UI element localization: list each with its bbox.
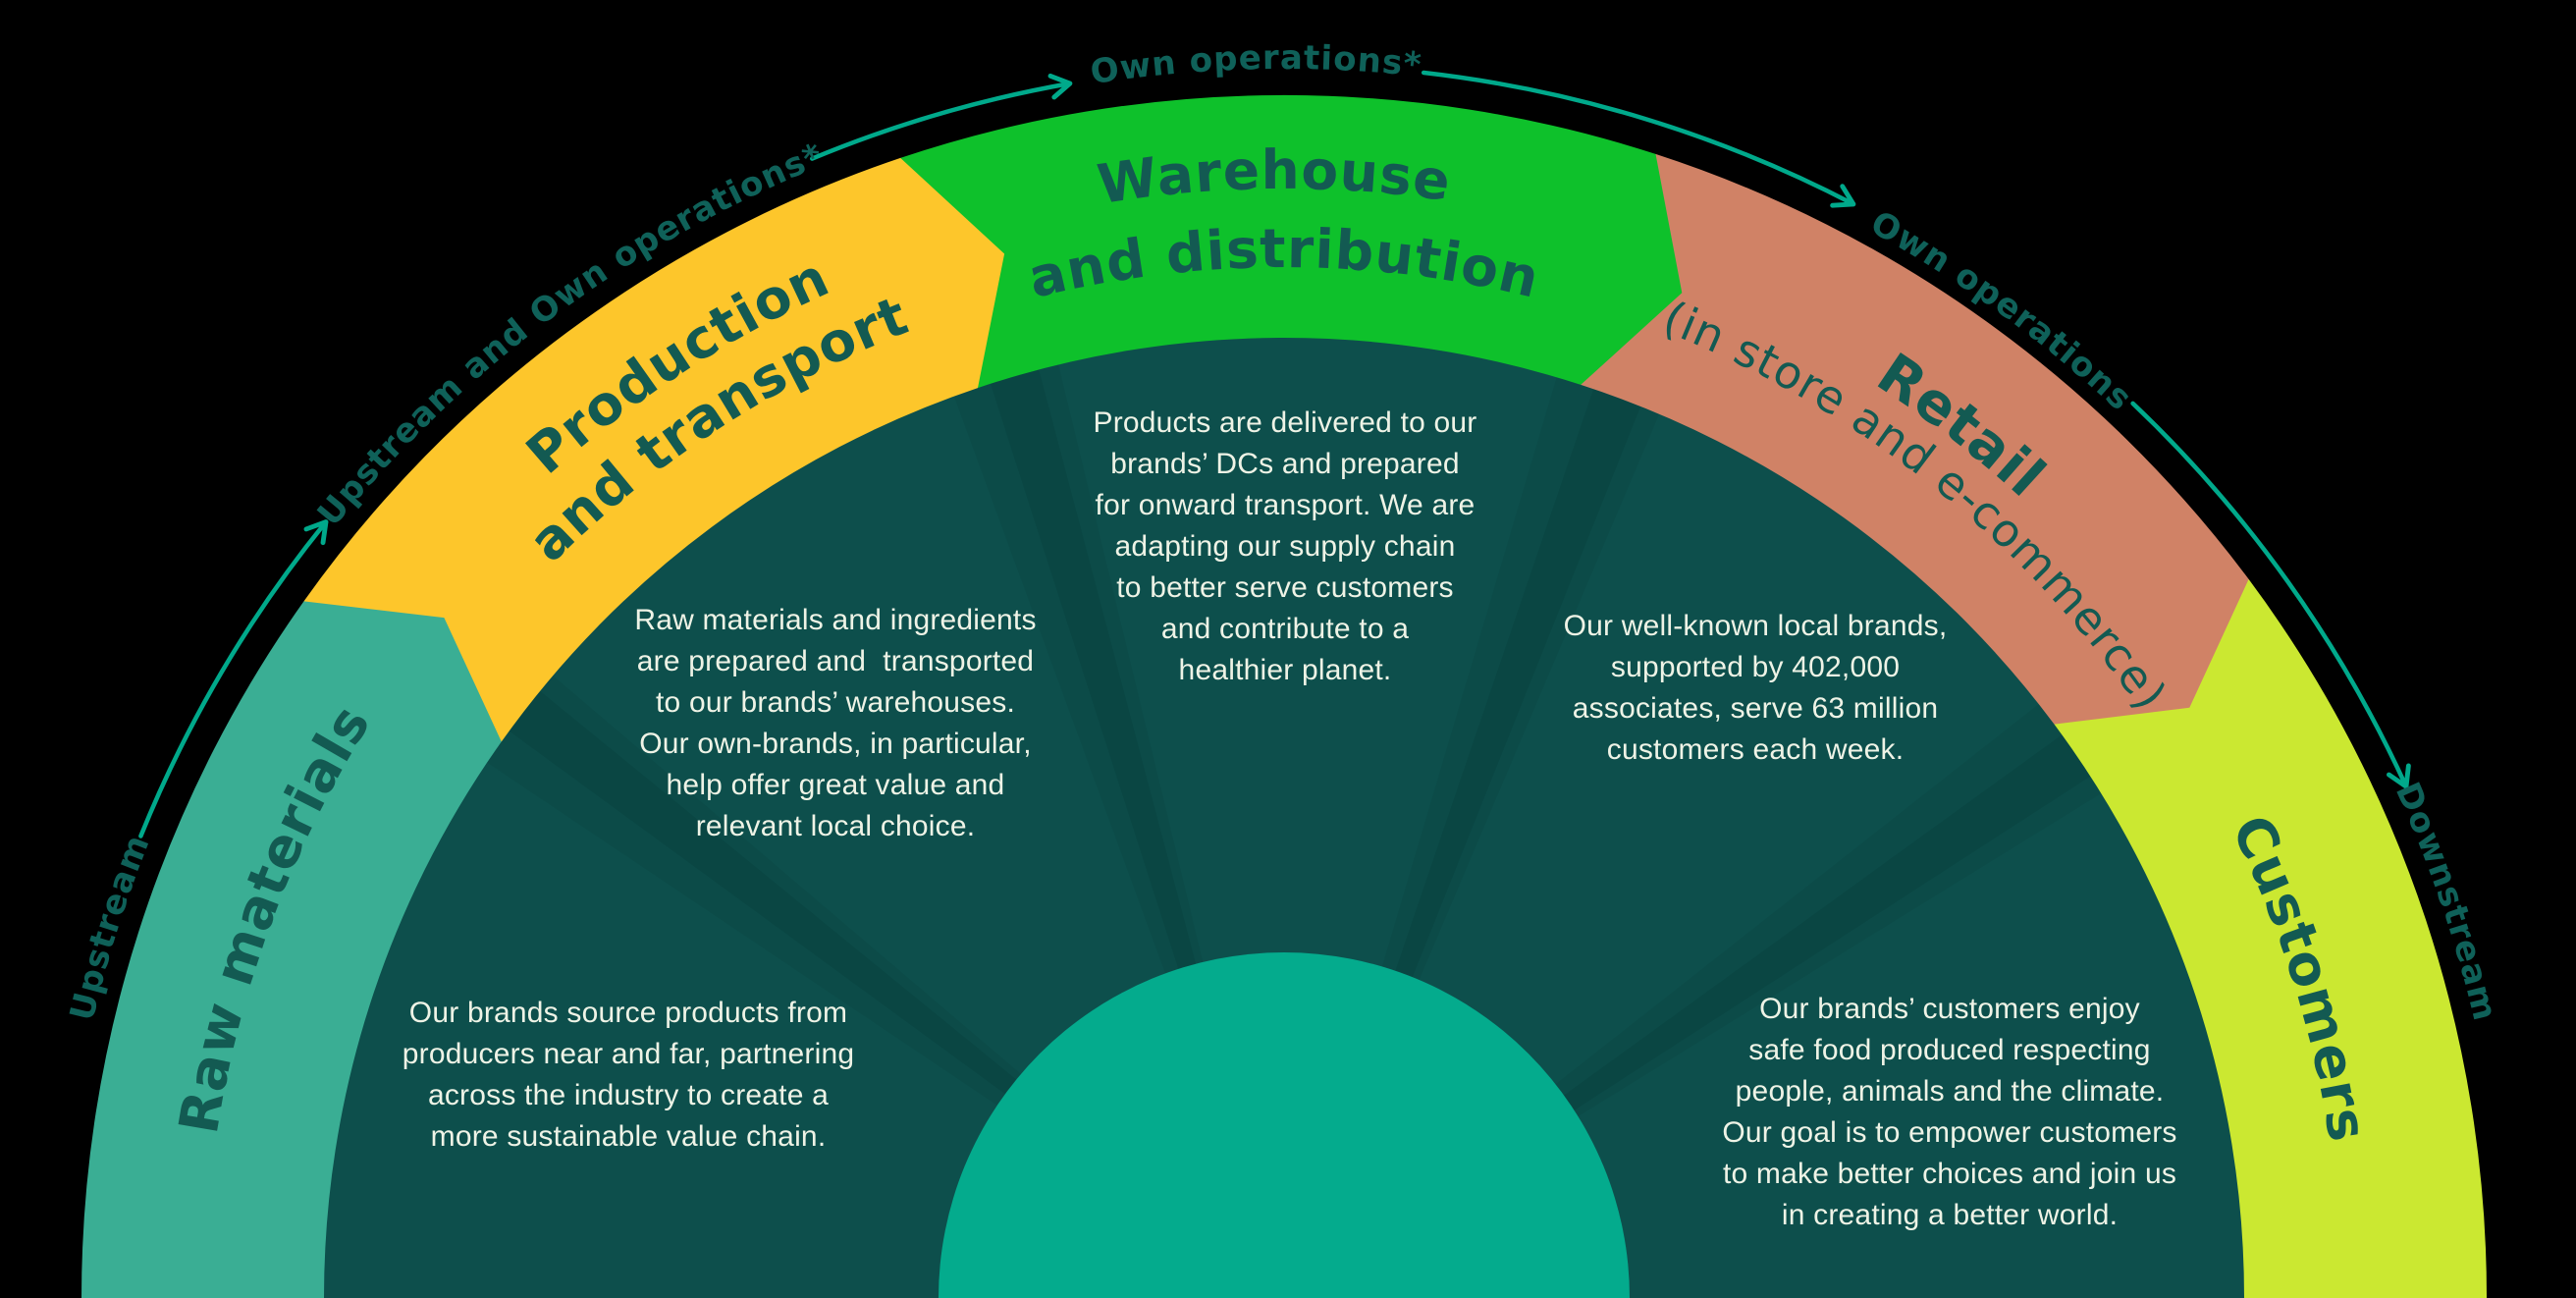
flow-arrow-upstream [138,519,329,838]
segment-band-retail [1581,153,2249,725]
inner-panel [317,331,2251,1298]
segment-description-retail: Our well-known local brands, supported b… [1563,610,1948,766]
flow-arrow-own-operations-star [810,73,1073,161]
center-dome [939,952,1630,1298]
segment-description-production: Raw materials and ingredients are prepar… [634,604,1037,842]
segment-description-raw-materials: Our brands source products from producer… [402,997,855,1153]
flow-label-own-operations-star: Own operations* [1088,38,1423,92]
segment-band-warehouse [900,94,1683,389]
segment-band-production [303,157,1005,742]
segment-band-raw-materials [81,601,502,1298]
segment-band-customers [2054,578,2488,1298]
segment-description-warehouse: Products are delivered to our brands’ DC… [1093,406,1477,686]
flow-arrows [138,70,2411,838]
segment-description-customers: Our brands’ customers enjoy safe food pr… [1722,993,2177,1231]
flow-arrow-own-operations [1421,70,1856,208]
flow-arrow-downstream [2130,401,2411,789]
